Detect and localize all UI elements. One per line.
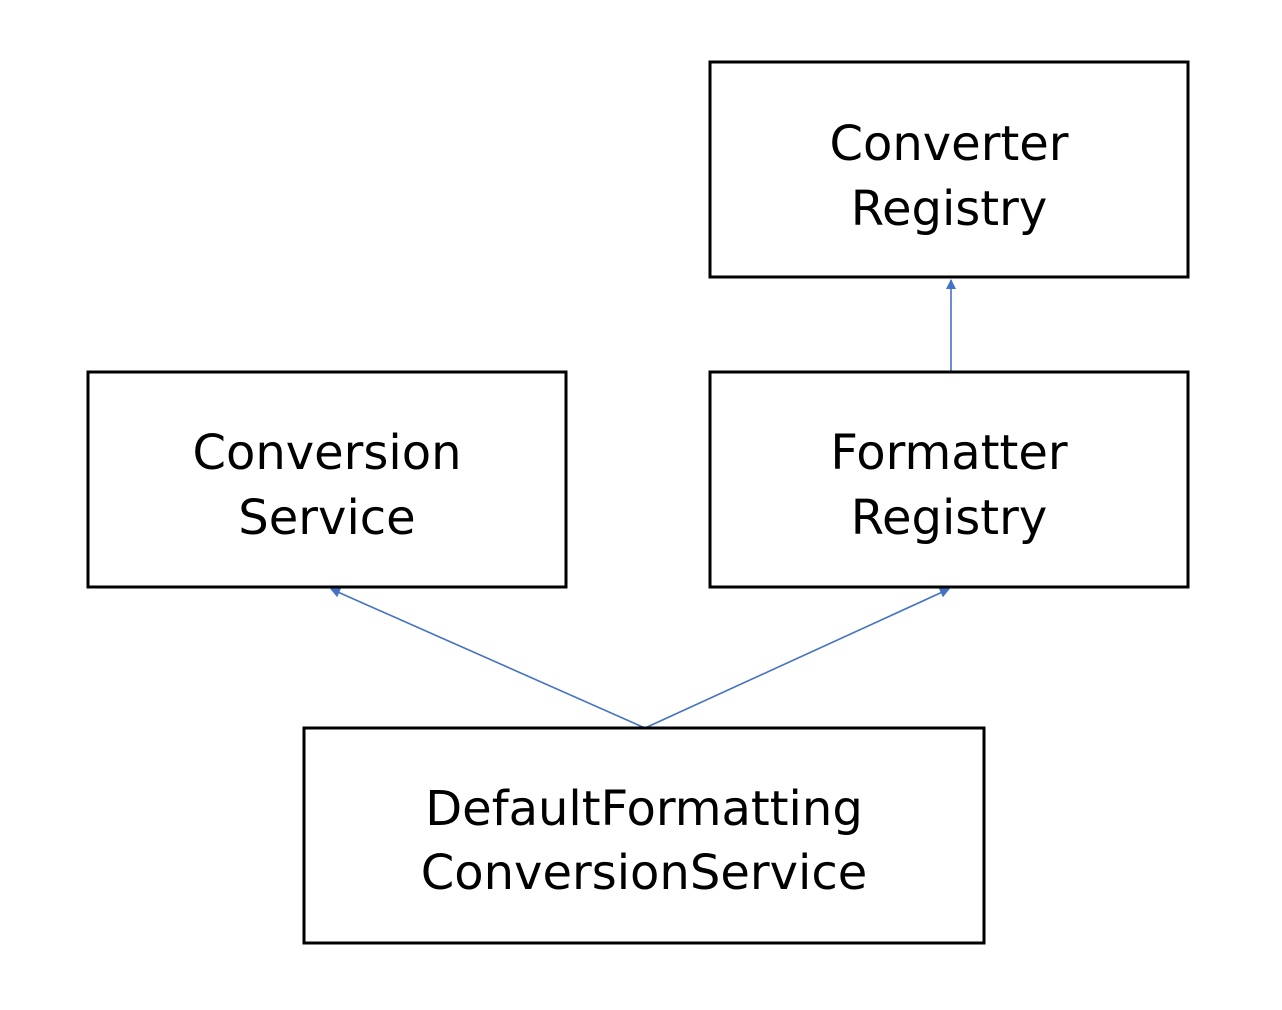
conversion-service-label-line-1: Conversion (192, 425, 461, 481)
default-formatting-conversion-service-label-line-2: ConversionService (421, 845, 868, 901)
formatter-registry-label-line-1: Formatter (830, 425, 1068, 481)
formatter-registry-box (708, 370, 1190, 589)
edges (330, 279, 956, 729)
node-formatter-registry: Formatter Registry (708, 370, 1190, 589)
node-conversion-service: Conversion Service (86, 370, 568, 589)
converter-registry-label-line-1: Converter (829, 116, 1068, 172)
edge-default-to-conversion-service (330, 588, 646, 729)
converter-registry-label-line-2: Registry (851, 181, 1048, 237)
default-formatting-conversion-service-label-line-1: DefaultFormatting (425, 781, 863, 837)
conversion-service-label-line-2: Service (238, 490, 415, 546)
node-converter-registry: Converter Registry (708, 60, 1190, 279)
edge-default-to-formatter-registry (644, 588, 950, 729)
formatter-registry-label-line-2: Registry (851, 490, 1048, 546)
node-default-formatting-conversion-service: DefaultFormatting ConversionService (302, 726, 986, 945)
converter-registry-box (708, 60, 1190, 279)
conversion-service-box (86, 370, 568, 589)
default-formatting-conversion-service-box (302, 726, 986, 945)
